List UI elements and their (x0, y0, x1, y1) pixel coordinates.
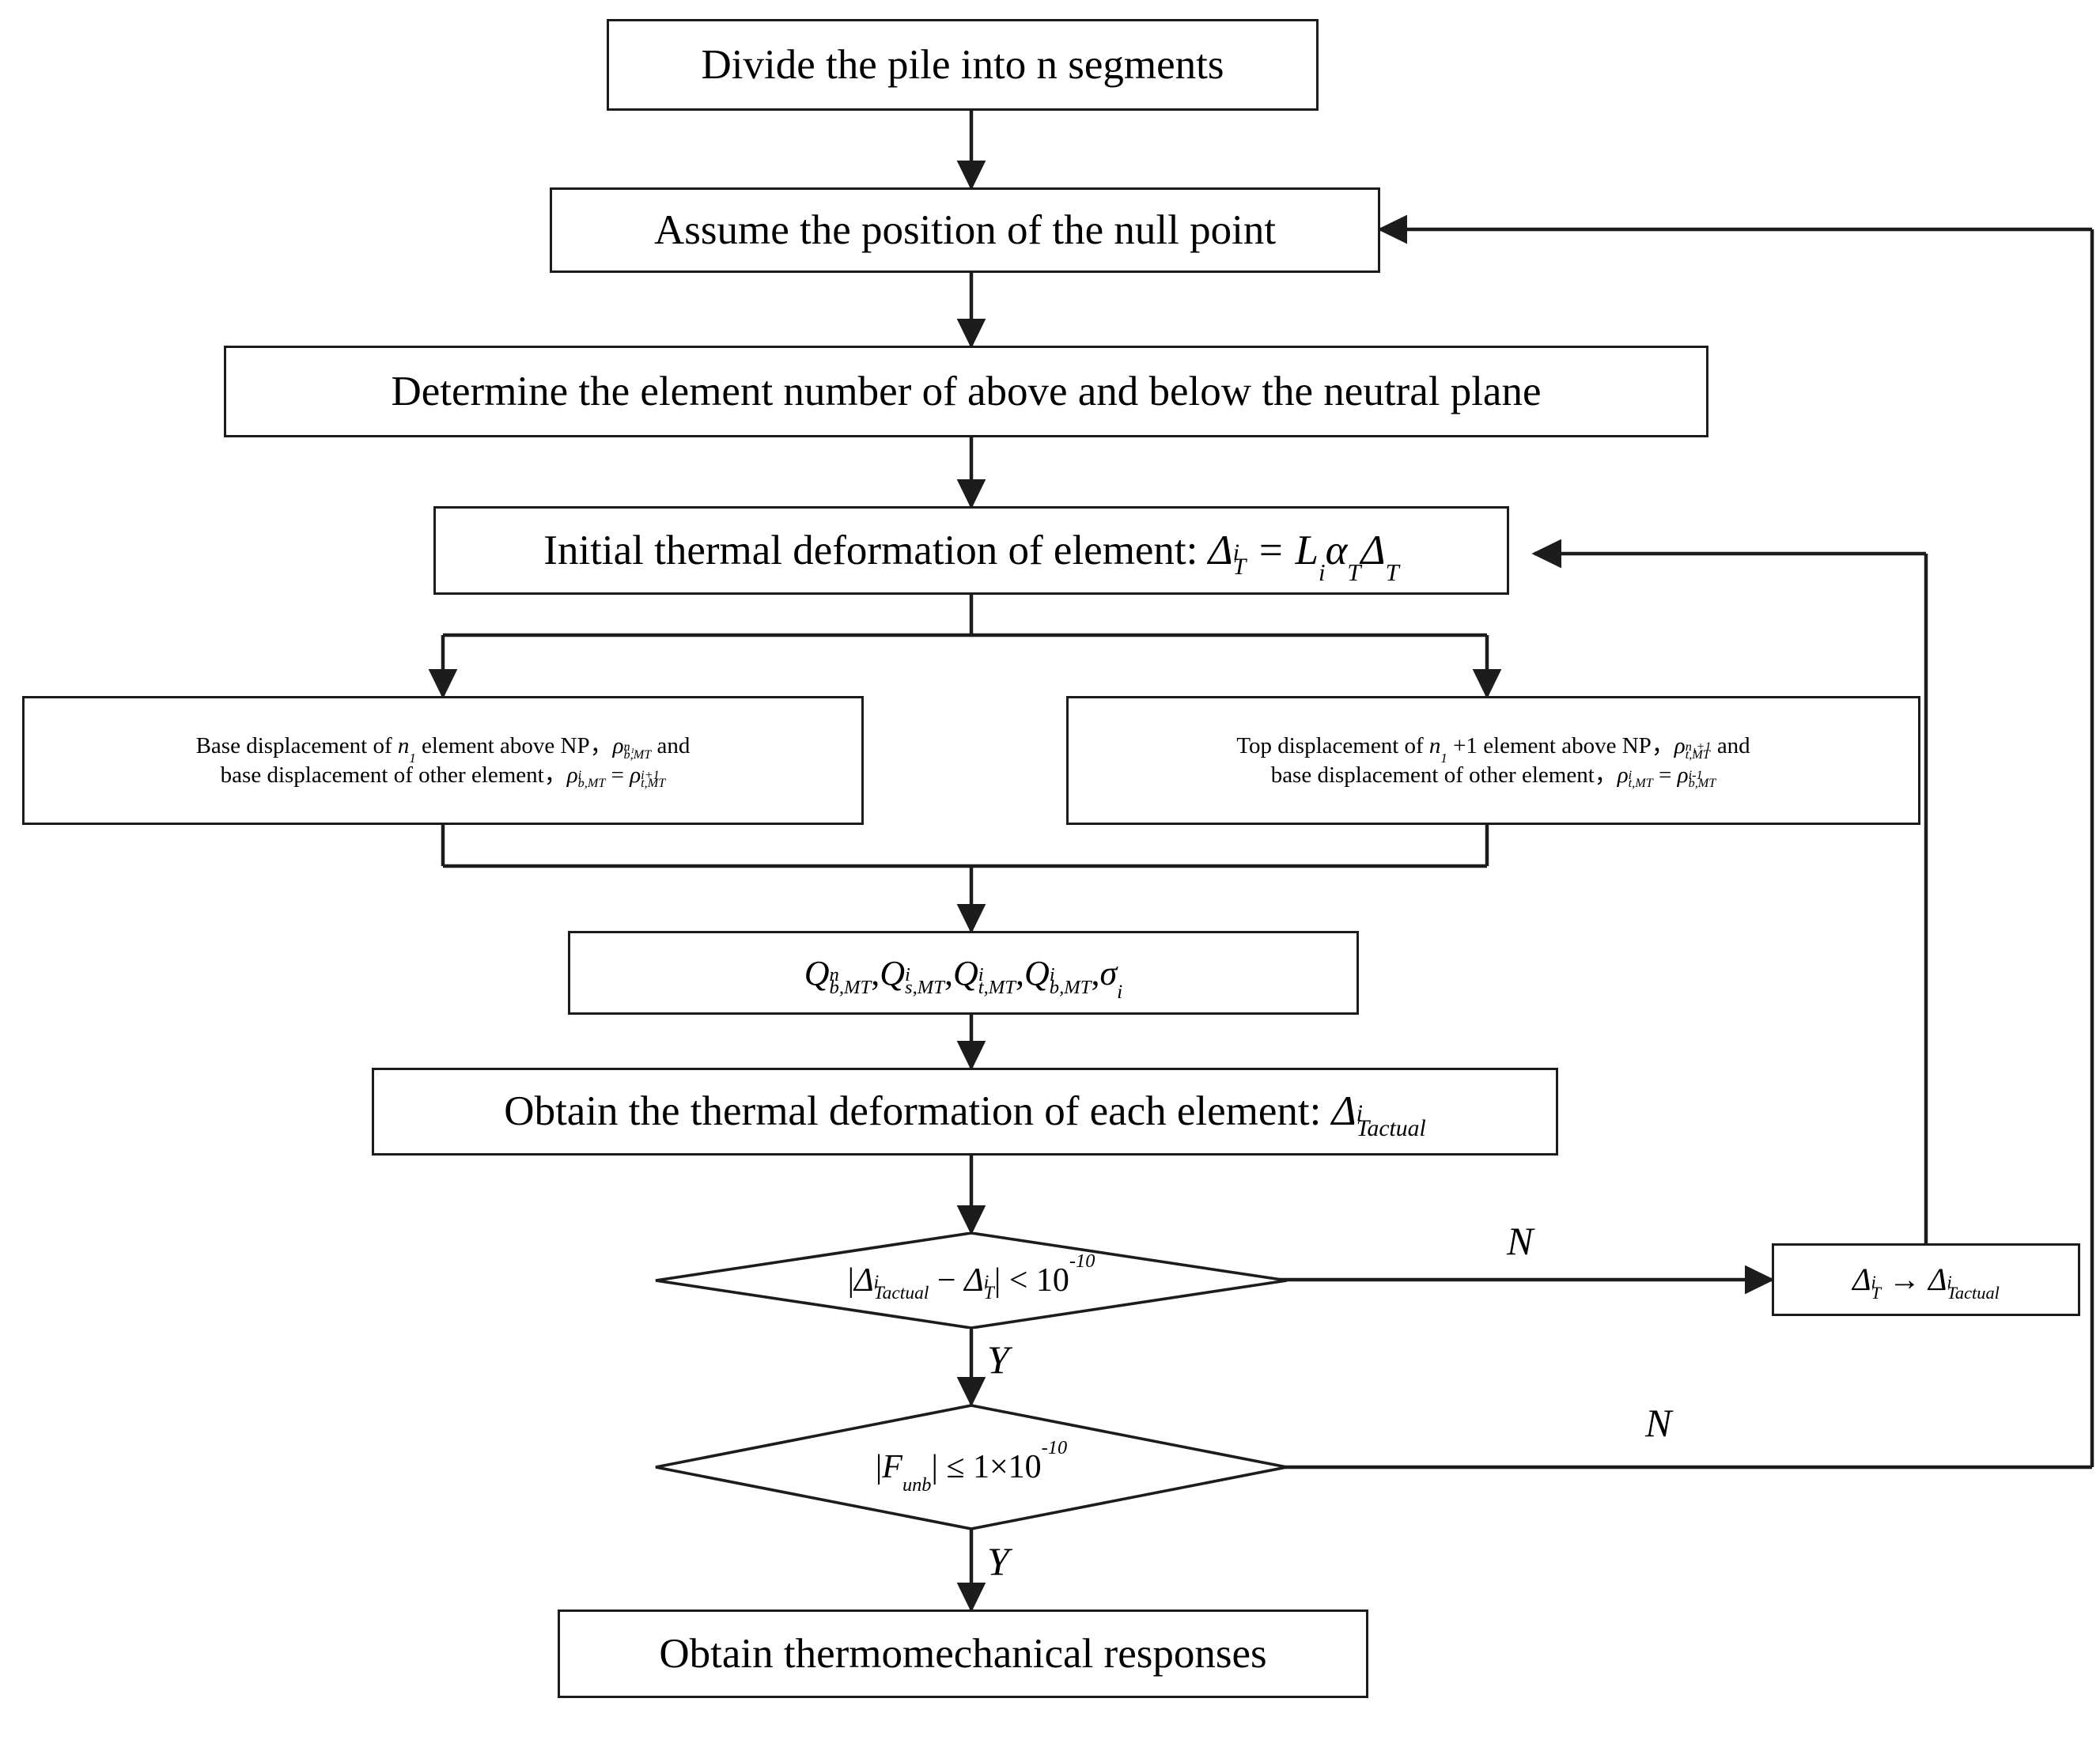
q-sep-2: , (944, 953, 953, 993)
obtain-sub: Tactual (1356, 1115, 1426, 1141)
d2-lhs-sub: unb (902, 1473, 932, 1496)
upd-arrow: → (1881, 1262, 1929, 1297)
decision2-label: |Funb| ≤ 1×10-10 (875, 1436, 1068, 1496)
node-divide-pile: Divide the pile into n segments (607, 19, 1319, 111)
d2-relation: ≤ 1×10 (937, 1449, 1042, 1485)
assume-null-point-label: Assume the position of the null point (653, 206, 1277, 253)
decision1-shape (655, 1232, 1288, 1329)
obtain-sup: i (1356, 1101, 1363, 1127)
obtain-text: Obtain the thermal deformation of each e… (504, 1088, 1332, 1135)
d1-exponent: -10 (1069, 1250, 1095, 1272)
q4-sub: b,MT (1049, 976, 1092, 998)
q5-sub: i (1117, 979, 1123, 1003)
edge-label-decision2-no: N (1645, 1401, 1672, 1445)
right-line1-a: Top displacement of (1236, 733, 1429, 759)
left-line1-b: element above NP， (415, 733, 613, 759)
left-line1-c: and (651, 733, 691, 759)
q-term-5: σi (1099, 953, 1123, 1003)
right-n1-symbol: n1 (1428, 733, 1447, 766)
right-rho-rhs-sub: b,MT (1688, 776, 1716, 791)
q-sep-1: , (871, 953, 880, 993)
right-line2-a: base displacement of other element， (1270, 762, 1618, 788)
node-obtain-thermal-deformation: Obtain the thermal deformation of each e… (372, 1068, 1558, 1156)
right-rho-lhs-sup: i (1628, 768, 1633, 783)
q2-sub: s,MT (905, 976, 944, 998)
right-eq: = (1652, 762, 1678, 788)
obtain-thermal-deformation-label: Obtain the thermal deformation of each e… (493, 1085, 1436, 1141)
upd-rhs-sub: Tactual (1947, 1282, 2000, 1303)
left-rho1-sub: b,MT (623, 747, 652, 762)
determine-element-number-label: Determine the element number of above an… (391, 368, 1542, 414)
initial-thermal-deformation-label: Initial thermal deformation of element: … (532, 524, 1409, 586)
initial-thermal-text: Initial thermal deformation of element: (543, 527, 1209, 573)
edge-label-decision1-no: N (1507, 1219, 1534, 1263)
node-convergence-check-force: |Funb| ≤ 1×10-10 (655, 1404, 1288, 1530)
left-n1-sub: 1 (409, 751, 416, 766)
left-rho-lhs-sub: b,MT (577, 776, 606, 791)
right-line1-b: element above NP， (1477, 733, 1674, 759)
d2-exponent: -10 (1041, 1436, 1068, 1458)
q-sep-4: , (1091, 953, 1100, 993)
left-n1-symbol: n1 (397, 733, 416, 766)
node-initial-thermal-deformation: Initial thermal deformation of element: … (433, 506, 1509, 595)
d1-lhs-sub: Tactual (873, 1283, 929, 1304)
right-n1-sub: 1 (1440, 751, 1447, 766)
upd-lhs-sup: i (1871, 1271, 1876, 1292)
right-line1-plus: +1 (1447, 733, 1478, 759)
left-rho-lhs-sup: i (577, 768, 582, 783)
base-displacement-branch-label: Base displacement of n1 element above NP… (185, 732, 702, 789)
q2-sup: i (905, 964, 910, 986)
upd-rhs-sup: i (1947, 1271, 1952, 1292)
left-line2-a: base displacement of other element， (220, 762, 567, 788)
d1-lhs-sup: i (873, 1271, 880, 1292)
right-rho-lhs-sub: t,MT (1628, 776, 1653, 791)
left-eq: = (605, 762, 630, 788)
node-determine-element-number: Determine the element number of above an… (224, 346, 1708, 437)
upd-lhs-sub: T (1871, 1282, 1882, 1303)
right-rho1-sub: t,MT (1685, 747, 1710, 762)
node-base-displacement-branch: Base displacement of n1 element above NP… (22, 696, 864, 825)
d1-rhs-sub: T (983, 1283, 994, 1304)
node-top-displacement-branch: Top displacement of n1 +1 element above … (1066, 696, 1920, 825)
q4-sup: i (1049, 964, 1055, 986)
d1-rhs-sup: i (983, 1271, 989, 1292)
left-rho-rhs-sub: t,MT (641, 776, 666, 791)
divide-pile-label: Divide the pile into n segments (701, 41, 1224, 88)
q1-sub: b,MT (829, 976, 872, 998)
q3-sup: i (978, 964, 984, 986)
top-displacement-branch-label: Top displacement of n1 +1 element above … (1225, 732, 1761, 789)
obtain-responses-label: Obtain thermomechanical responses (659, 1630, 1267, 1677)
d1-relation: < 10 (1001, 1262, 1069, 1299)
node-obtain-responses: Obtain thermomechanical responses (558, 1610, 1368, 1698)
right-line1-c: and (1711, 733, 1750, 759)
d1-minus: − (929, 1262, 965, 1299)
edge-label-decision2-yes: Y (987, 1539, 1009, 1583)
q-sep-3: , (1015, 953, 1024, 993)
left-line1-a: Base displacement of (195, 733, 398, 759)
edge-label-decision1-yes: Y (987, 1337, 1009, 1382)
q3-sub: t,MT (978, 976, 1016, 998)
node-assume-null-point: Assume the position of the null point (550, 187, 1380, 273)
decision2-shape (655, 1404, 1288, 1530)
